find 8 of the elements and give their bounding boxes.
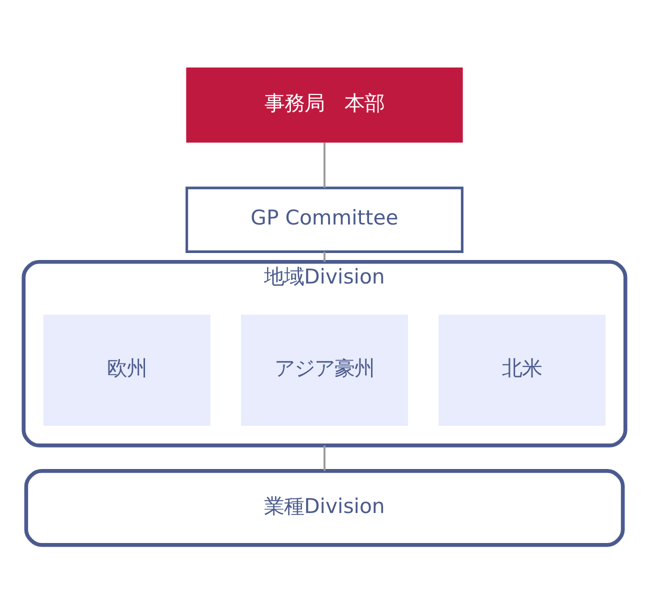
connector <box>324 444 326 470</box>
node-box: アジア豪州 <box>241 314 408 426</box>
node-box: GP Committee <box>186 186 464 252</box>
node-box: 業種Division <box>24 468 625 546</box>
connector <box>324 251 326 262</box>
node-box: 事務局 本部 <box>186 66 463 142</box>
node-box: 欧州 <box>43 314 210 426</box>
connector <box>324 142 326 188</box>
